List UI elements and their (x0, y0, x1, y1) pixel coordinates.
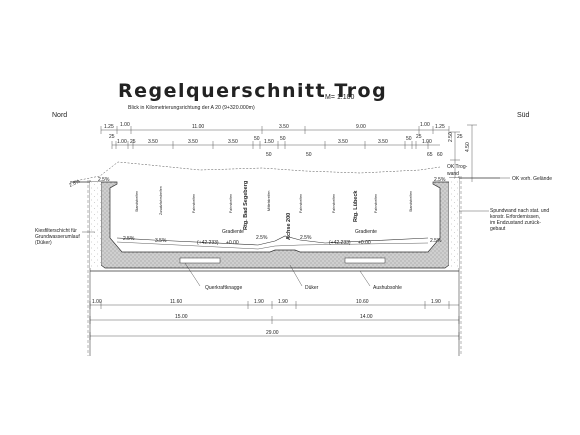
dim-top2-9: 50 (280, 136, 286, 142)
slope-3: 3.5% (155, 238, 167, 244)
dim-top2-13: 25 (416, 134, 422, 140)
dim-top2-5: 3.50 (188, 139, 198, 145)
slope-5: 2.5% (300, 235, 312, 241)
right-fill-zone (449, 178, 459, 268)
ground-label: OK vorh. Gelände (512, 176, 552, 182)
existing-ground-dashed (69, 161, 441, 183)
filter-label-1: Kiesfilterschicht für (35, 228, 77, 234)
bracket-label: Querkraftknagge (205, 285, 242, 291)
dim-top2-12: 50 (406, 136, 412, 142)
dim-bottom2-1: 15.00 (175, 314, 188, 320)
dim-right-3: 25 (457, 134, 463, 140)
dim-top2-6: 3.50 (228, 139, 238, 145)
bottom-dimension-chain-1 (89, 301, 459, 309)
dim-bottom-6: 1.90 (431, 299, 441, 305)
road-surface (116, 235, 429, 246)
dim-top-3: 11.00 (192, 124, 204, 130)
gradient-offset-left: +0.00 (226, 240, 239, 246)
dim-bottom-total: 29.00 (266, 330, 279, 336)
dim-top2-8: 1.50 (264, 139, 274, 145)
top-dimension-chain-1 (100, 126, 450, 134)
trough-wall-label-1: OK Trog- (447, 164, 468, 170)
direction-label-luebeck: Rtg. Lübeck (353, 190, 359, 222)
slope-7: 2.5% (434, 177, 446, 183)
dim-top-4: 3.50 (279, 124, 289, 130)
dim-bottom-3: 1.90 (254, 299, 264, 305)
sheet-label-1: Spundwand nach stat. und (490, 208, 549, 214)
left-filter-zone (90, 182, 101, 268)
slope-4: 2.5% (256, 235, 268, 241)
trough-structure (100, 181, 450, 269)
top-dimension-chain-2 (111, 141, 440, 149)
lane-label-6: Fahrstreifen (299, 194, 303, 213)
dim-top-7: 1.25 (435, 124, 445, 130)
filter-label-2: Grundwasserumlauf (35, 234, 80, 240)
dim-bottom-1: 1.00 (92, 299, 102, 305)
dim-top2-4: 3.50 (148, 139, 158, 145)
direction-north: Nord (52, 112, 67, 119)
drawing-scale: M= 1:100 (325, 94, 354, 101)
sheet-label-3: im Endzustand zurück- (490, 220, 541, 226)
slope-left-bank: 2.5% (68, 178, 81, 188)
dim-top2-11: 3.50 (378, 139, 388, 145)
dim-bottom-5: 10.60 (356, 299, 369, 305)
gradient-offset-right: +0.00 (358, 240, 371, 246)
direction-south: Süd (517, 112, 530, 119)
filter-label-3: (Düker) (35, 240, 52, 246)
direction-label-bad-segeberg: Rtg. Bad Segeberg (243, 181, 249, 230)
dim-right-1: 2.50 (448, 132, 454, 142)
dim-bottom2-2: 14.00 (360, 314, 373, 320)
dim-top3-1: 50 (266, 152, 272, 158)
lane-label-7: Fahrstreifen (332, 194, 336, 213)
lane-label-5: Mittelstreifen (267, 191, 271, 211)
lane-label-8: Fahrstreifen (374, 194, 378, 213)
gradient-label-right: Gradiente (355, 229, 377, 235)
culvert-right (344, 257, 386, 264)
dim-top-1: 1.25 (104, 124, 114, 130)
drawing-subtitle: Blick in Kilometrierungsrichtung der A 2… (128, 105, 255, 111)
dim-top3-3: 65 (427, 152, 433, 158)
sheet-label-2: konstr. Erfordernissen, (490, 214, 540, 220)
bottom-dimension-total (89, 332, 460, 340)
lane-label-4: Fahrstreifen (229, 194, 233, 213)
dim-right-2: 4.50 (465, 142, 471, 152)
dim-top2-7: 50 (254, 136, 260, 142)
lane-label-9: Standstreifen (409, 191, 413, 212)
lane-label-1: Standstreifen (135, 191, 139, 212)
excavation-label: Aushubsohle (373, 285, 402, 291)
dim-top3-2: 50 (306, 152, 312, 158)
dim-bottom-2: 11.60 (170, 299, 182, 305)
sheet-label-4: gebaut (490, 226, 506, 232)
culvert-label: Düker (305, 285, 319, 291)
culvert-left (179, 257, 221, 264)
bottom-dimension-chain-2 (89, 316, 460, 324)
dim-top-5: 9.00 (356, 124, 366, 130)
slope-6: 2.5% (430, 238, 442, 244)
lane-labels: Standstreifen Zusatzfahrstreifen Fahrstr… (135, 186, 413, 215)
dim-top2-2: 1.00 (117, 139, 127, 145)
lane-label-3: Fahrstreifen (192, 194, 196, 213)
axis-label: Achse 200 (286, 213, 292, 240)
gradient-label-left: Gradiente (222, 229, 244, 235)
dim-top2-14: 1.00 (422, 139, 432, 145)
dim-top2-3: 25 (130, 139, 136, 145)
dim-top2-1: 25 (109, 134, 115, 140)
dim-top-6: 1.00 (420, 122, 430, 128)
right-vertical-dimensions (450, 124, 477, 182)
drawing-title: Regelquerschnitt Trog (118, 80, 387, 102)
gradient-value-right: (+42.233) (329, 240, 351, 246)
trough-wall-label-2: wand (447, 171, 459, 177)
slope-1: 2.5% (98, 177, 110, 183)
dim-top-2: 1.00 (120, 122, 130, 128)
slope-2: 2.5% (123, 236, 135, 242)
dim-top2-10: 3.50 (338, 139, 348, 145)
dim-top3-4: 60 (437, 152, 443, 158)
gradient-value-left: (+42.233) (197, 240, 219, 246)
dim-bottom-4: 1.90 (278, 299, 288, 305)
lane-label-2: Zusatzfahrstreifen (159, 186, 163, 215)
